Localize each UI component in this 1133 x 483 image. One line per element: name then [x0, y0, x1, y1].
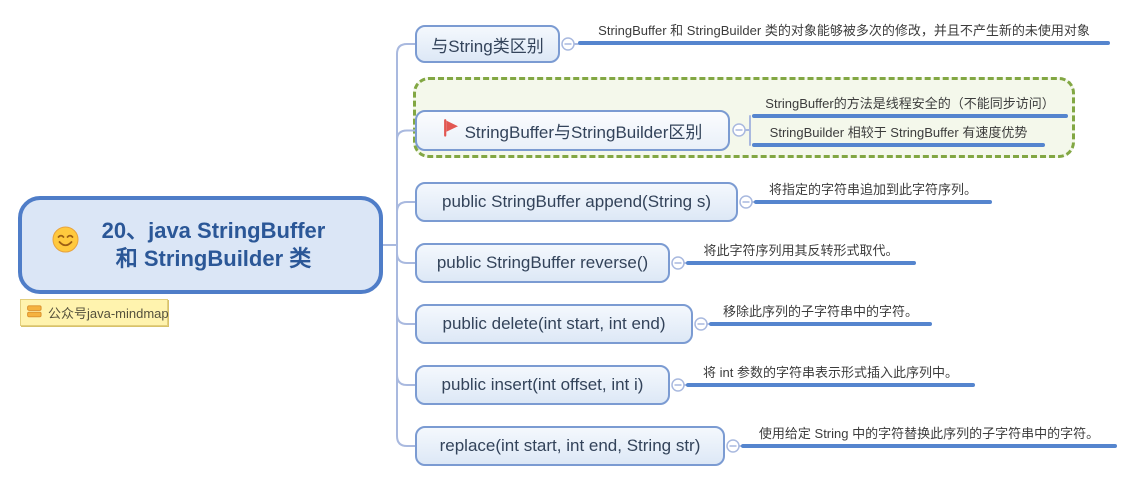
note-underline — [752, 114, 1068, 118]
note-underline — [752, 143, 1045, 147]
note-threadsafe[interactable]: StringBuffer的方法是线程安全的（不能同步访问） — [765, 96, 1055, 111]
label-icon — [27, 304, 42, 321]
topic-reverse[interactable]: public StringBuffer reverse() — [415, 243, 670, 283]
topic-label: public StringBuffer reverse() — [436, 253, 649, 272]
note-speed[interactable]: StringBuilder 相较于 StringBuffer 有速度优势 — [769, 125, 1028, 140]
central-topic-title-line1: 20、java StringBuffer — [101, 218, 326, 243]
collapse-button[interactable] — [561, 37, 575, 51]
note-append[interactable]: 将指定的字符串追加到此字符序列。 — [768, 182, 977, 197]
note-insert[interactable]: 将 int 参数的字符串表示形式插入此序列中。 — [703, 365, 958, 380]
collapse-button[interactable] — [732, 123, 746, 137]
collapse-button[interactable] — [739, 195, 753, 209]
collapse-buttons — [561, 37, 753, 453]
central-topic-title: 20、java StringBuffer 和 StringBuilder 类 — [76, 217, 326, 273]
note-replace[interactable]: 使用给定 String 中的字符替换此序列的子字符串中的字符。 — [758, 426, 1100, 441]
smiley-icon — [52, 226, 79, 258]
note-underline — [741, 444, 1117, 448]
topic-buffer-builder-diff[interactable]: StringBuffer与StringBuilder区别 — [415, 110, 730, 151]
topic-replace[interactable]: replace(int start, int end, String str) — [415, 426, 725, 466]
topic-delete[interactable]: public delete(int start, int end) — [415, 304, 693, 344]
red-flag-icon — [443, 119, 459, 142]
connector-line — [382, 244, 416, 447]
note-underline — [686, 261, 916, 265]
connector-line — [382, 244, 416, 264]
topic-append[interactable]: public StringBuffer append(String s) — [415, 182, 738, 222]
connector-line — [382, 129, 416, 246]
note-underline — [686, 383, 975, 387]
topic-label: public insert(int offset, int i) — [441, 375, 644, 394]
topic-label: replace(int start, int end, String str) — [439, 436, 701, 455]
connector-line — [382, 244, 416, 386]
note-underline — [578, 41, 1110, 45]
collapse-button[interactable] — [671, 256, 685, 270]
note-underline — [754, 200, 992, 204]
connector-line — [382, 43, 416, 246]
topic-label: 与String类区别 — [431, 36, 544, 56]
map-label[interactable]: 公众号java-mindmap — [20, 299, 169, 326]
note-underline — [709, 322, 932, 326]
note-vs-string[interactable]: StringBuffer 和 StringBuilder 类的对象能够被多次的修… — [598, 23, 1090, 38]
collapse-button[interactable] — [694, 317, 708, 331]
note-delete[interactable]: 移除此序列的子字符串中的字符。 — [722, 304, 918, 319]
map-label-text: 公众号java-mindmap — [48, 306, 169, 321]
central-topic-title-line2: 和 StringBuilder 类 — [115, 246, 312, 271]
topic-label: public StringBuffer append(String s) — [441, 192, 711, 211]
topic-vs-string[interactable]: 与String类区别 — [415, 25, 560, 63]
central-topic[interactable]: 20、java StringBuffer 和 StringBuilder 类 — [18, 196, 383, 294]
note-reverse[interactable]: 将此字符序列用其反转形式取代。 — [703, 243, 899, 258]
topic-insert[interactable]: public insert(int offset, int i) — [415, 365, 670, 405]
connector-line — [382, 244, 416, 325]
connector-line — [382, 201, 416, 246]
topic-label: public delete(int start, int end) — [442, 314, 666, 333]
topic-label: StringBuffer与StringBuilder区别 — [464, 123, 703, 142]
collapse-button[interactable] — [726, 439, 740, 453]
collapse-button[interactable] — [671, 378, 685, 392]
